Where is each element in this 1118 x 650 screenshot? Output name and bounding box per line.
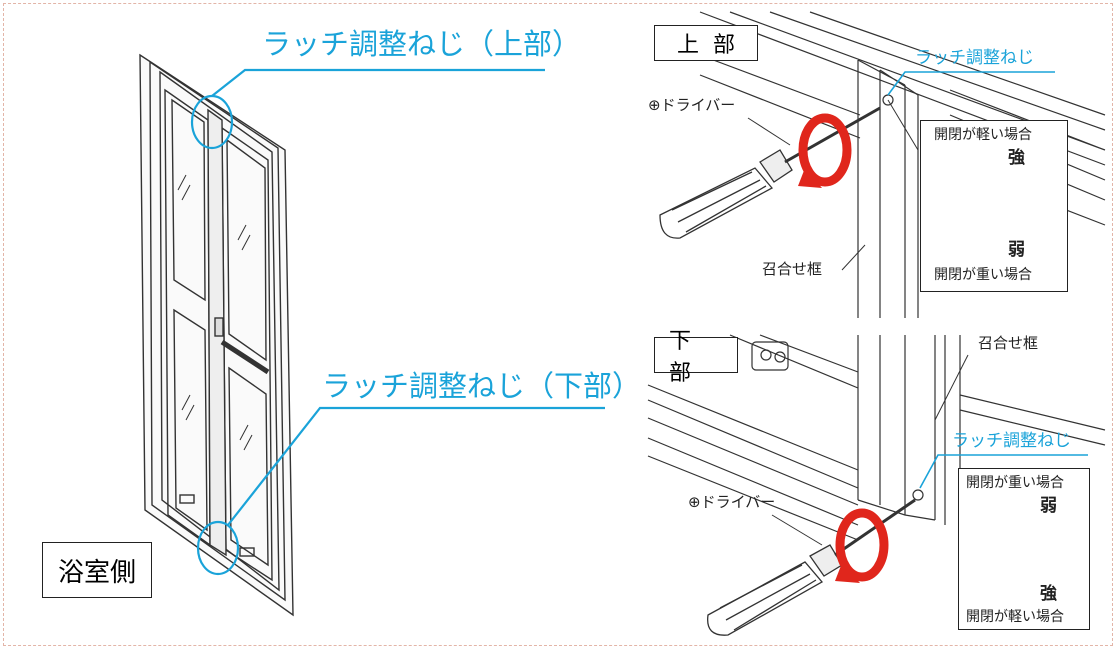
- top-strength-strong: 強: [1008, 148, 1025, 168]
- bottom-leader-lines: [771, 354, 969, 546]
- left-callout-lines: [190, 68, 605, 576]
- top-section-label: 上部: [654, 25, 758, 61]
- bottom-detail-illustration: [647, 334, 1106, 541]
- top-screw-callout-line: [887, 71, 1055, 96]
- page-border: [3, 3, 1113, 646]
- bathroom-door-illustration: [139, 53, 294, 617]
- bottom-adjust-box: [958, 468, 1090, 630]
- top-box-caption-heavy: 開閉が重い場合: [934, 267, 1032, 283]
- top-driver-label: ⊕ドライバー: [648, 96, 736, 114]
- bottom-strength-strong: 強: [1040, 584, 1057, 604]
- top-leader-lines: [747, 99, 919, 271]
- bottom-screw-callout-line: [919, 454, 1088, 489]
- callout-bottom-latch-screw: ラッチ調整ねじ（下部）: [322, 369, 642, 403]
- bottom-frame-label: 召合せ框: [978, 334, 1039, 352]
- top-rotation-arrow: [798, 113, 852, 188]
- bottom-box-caption-light: 開閉が軽い場合: [966, 609, 1064, 625]
- top-strength-weak: 弱: [1008, 240, 1025, 260]
- bottom-section-label: 下部: [654, 329, 738, 386]
- bottom-driver-label: ⊕ドライバー: [688, 493, 776, 511]
- top-adjust-box: [920, 120, 1068, 292]
- callout-top-latch-screw: ラッチ調整ねじ（上部）: [262, 27, 582, 61]
- top-latch-screw-label: ラッチ調整ねじ: [915, 48, 1034, 68]
- top-frame-label: 召合せ框: [762, 260, 823, 278]
- bathroom-side-label: 浴室側: [42, 542, 152, 598]
- bottom-box-caption-heavy: 開閉が重い場合: [966, 475, 1064, 491]
- bottom-screwdriver: [707, 498, 916, 636]
- top-box-caption-light: 開閉が軽い場合: [934, 127, 1032, 143]
- bottom-rotation-arrow: [835, 508, 889, 583]
- bottom-strength-weak: 弱: [1040, 496, 1057, 516]
- top-screwdriver: [659, 106, 881, 239]
- bottom-latch-screw-label: ラッチ調整ねじ: [952, 431, 1071, 451]
